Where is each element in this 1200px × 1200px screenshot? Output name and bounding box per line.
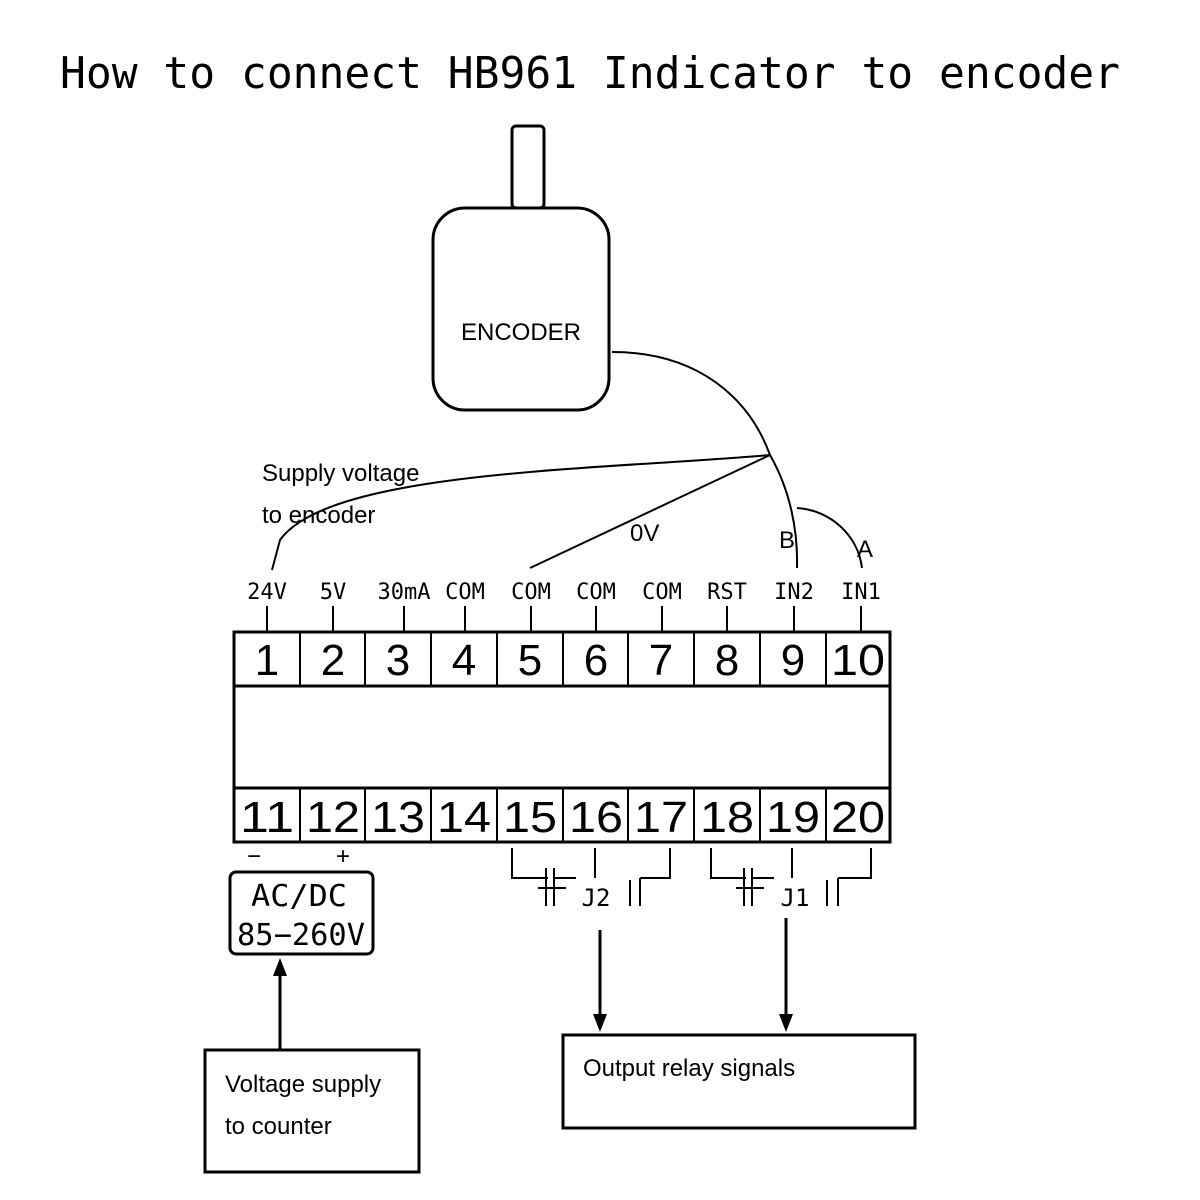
terminal-number: 3: [386, 636, 410, 685]
power-line1: AC/DC: [251, 879, 347, 914]
zero-v-label: 0V: [630, 520, 659, 547]
terminal-number: 14: [437, 793, 491, 842]
j1-label: J1: [781, 884, 810, 912]
wire-b: [769, 454, 799, 569]
terminal-name: RST: [707, 580, 747, 605]
terminal-number: 12: [306, 793, 360, 842]
terminal-number: 11: [240, 793, 294, 842]
terminal-number: 9: [781, 636, 805, 685]
encoder-shaft: [510, 124, 546, 210]
terminal-number: 2: [321, 636, 345, 685]
terminal-name: COM: [511, 580, 551, 605]
terminal-number: 17: [634, 793, 688, 842]
plus-sign: +: [336, 843, 350, 870]
terminal-number: 15: [503, 793, 557, 842]
wire-0v: [529, 454, 771, 569]
output-relay-box: Output relay signals: [561, 1033, 917, 1130]
wire-a: [796, 507, 863, 569]
voltage-line2: to counter: [225, 1113, 332, 1140]
terminal-number: 5: [518, 636, 542, 685]
top-terminal-names: 24V 5V 30mA COM COM COM COM RST IN2 IN1: [247, 580, 881, 605]
terminal-number: 4: [452, 636, 476, 685]
j1-arrow-head: [779, 1014, 793, 1032]
terminal-number: 6: [584, 636, 608, 685]
terminal-number: 8: [715, 636, 739, 685]
encoder-cable: [611, 351, 771, 456]
terminal-number: 1: [255, 636, 279, 685]
terminal-name: 24V: [247, 580, 287, 605]
power-line2: 85−260V: [237, 918, 365, 953]
terminal-number: 20: [831, 793, 885, 842]
relay-j1: J1: [710, 848, 872, 912]
wire-supply: [271, 454, 771, 571]
encoder-housing: [431, 206, 611, 412]
terminal-name: IN1: [841, 580, 881, 605]
j2-arrow-head: [593, 1014, 607, 1032]
terminal-name: 5V: [320, 580, 347, 605]
terminal-name: IN2: [774, 580, 814, 605]
voltage-line1: Voltage supply: [225, 1071, 381, 1098]
terminal-number: 16: [569, 793, 623, 842]
indicator-terminal-block: 1 2 3 4 5 6 7 8 9 10 11 12 13 14 15 16 1…: [232, 630, 892, 844]
j2-label: J2: [582, 884, 611, 912]
terminal-number: 13: [371, 793, 425, 842]
supply-label-line1: Supply voltage: [262, 460, 419, 487]
terminal-number: 18: [700, 793, 754, 842]
supply-arrow-head: [273, 958, 287, 976]
diagram-title: How to connect HB961 Indicator to encode…: [60, 48, 1120, 99]
encoder-wiring: [271, 351, 863, 571]
terminal-name: COM: [445, 580, 485, 605]
b-label: B: [779, 527, 795, 554]
voltage-supply-box: Voltage supply to counter: [203, 1048, 421, 1174]
terminal-number: 10: [831, 636, 885, 685]
a-label: A: [857, 536, 873, 563]
power-supply-box: AC/DC 85−260V: [228, 870, 375, 956]
output-label: Output relay signals: [583, 1055, 795, 1082]
terminal-leads: [266, 606, 862, 632]
relay-j2: J2: [511, 848, 671, 912]
terminal-name: COM: [642, 580, 682, 605]
minus-sign: −: [247, 843, 261, 870]
supply-label-line2: to encoder: [262, 502, 375, 529]
terminal-number: 7: [649, 636, 673, 685]
encoder: ENCODER: [431, 124, 611, 412]
terminal-name: COM: [576, 580, 616, 605]
terminal-name: 30mA: [378, 580, 431, 605]
terminal-number: 19: [766, 793, 820, 842]
encoder-label: ENCODER: [461, 319, 581, 346]
